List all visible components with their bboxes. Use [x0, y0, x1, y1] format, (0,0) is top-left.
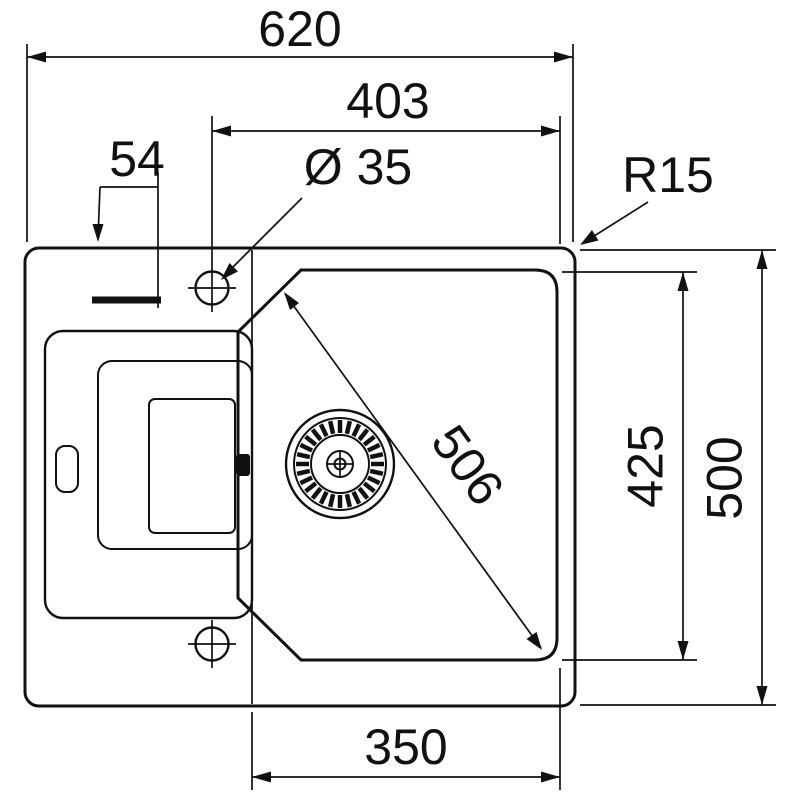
strainer-spoke [362, 434, 376, 447]
strainer-spoke [369, 468, 384, 476]
dim-bowl-length-group: 425 [562, 271, 697, 661]
arrowhead [677, 272, 689, 291]
arrowhead [580, 230, 599, 245]
arrowhead [541, 125, 560, 137]
strainer-spoke [366, 442, 381, 453]
dim-edge-offset-group: 54 [92, 131, 165, 308]
dim-line [284, 293, 542, 649]
arrowhead [526, 632, 542, 650]
arrowhead [284, 292, 299, 310]
dim-corner-radius: R15 [622, 147, 714, 203]
dim-bowl-bottom-width-group: 350 [251, 668, 561, 790]
dim-overall-width-group: 620 [26, 1, 574, 242]
strainer-spoke [362, 481, 376, 494]
strainer-spoke [304, 481, 318, 494]
arrowhead [212, 125, 231, 137]
arrowhead [554, 51, 573, 63]
bowl-rim [236, 268, 559, 662]
strainer-spoke [304, 434, 318, 447]
strainer-spokes [296, 420, 384, 508]
arrowhead [92, 224, 104, 242]
strainer-spoke [351, 423, 362, 438]
strainer-spoke [328, 420, 336, 435]
arrowhead [221, 263, 238, 280]
strainer-spoke [318, 423, 329, 438]
dim-bowl-diagonal-group: 506 [284, 292, 542, 650]
drainer-area [43, 329, 254, 620]
strainer-spoke [296, 468, 311, 476]
drain-ring-2 [293, 417, 387, 511]
dim-overall-width: 620 [258, 1, 341, 57]
dim-tap-hole-group: Ø 35 [221, 139, 412, 280]
dim-bowl-length: 425 [618, 424, 674, 507]
strainer-spoke [351, 490, 362, 505]
dim-corner-radius-group: R15 [580, 147, 714, 245]
bowl [236, 268, 559, 662]
strainer-spoke [344, 420, 352, 435]
drain-ring-3 [310, 434, 370, 494]
sink-outer-edge [23, 246, 577, 708]
strainer-spoke [299, 442, 314, 453]
drainer-overflow-slot [55, 445, 79, 493]
drainer-step [97, 360, 253, 550]
arrowhead [756, 686, 768, 705]
dim-bowl-width: 403 [346, 73, 429, 129]
overflow-notch [236, 454, 250, 476]
strainer-spoke [369, 452, 384, 460]
dim-edge-offset: 54 [109, 131, 165, 187]
strainer-spoke [299, 475, 314, 486]
strainer-spoke [310, 428, 323, 442]
dim-bowl-bottom-width: 350 [364, 719, 447, 775]
strainer-spoke [344, 493, 352, 508]
arrowhead [27, 51, 46, 63]
leader-line [223, 197, 303, 277]
strainer-spoke [318, 490, 329, 505]
dim-overall-depth-group: 500 [580, 249, 776, 706]
strainer-spoke [357, 486, 370, 500]
drain-strainer [284, 408, 396, 520]
strainer-spoke [357, 428, 370, 442]
tap-hole-bottom [188, 620, 236, 668]
drain-outer-ring [284, 408, 396, 520]
strainer-spoke [328, 493, 336, 508]
strainer-spoke [310, 486, 323, 500]
arrowhead [677, 641, 689, 660]
arrowhead [252, 771, 271, 783]
strainer-spoke [366, 475, 381, 486]
strainer-spoke [296, 452, 311, 460]
dim-tap-hole-diameter: Ø 35 [304, 139, 412, 195]
dim-bowl-width-group: 403 [211, 73, 561, 312]
arrowhead [541, 771, 560, 783]
drainer-inner [148, 398, 236, 534]
arrowhead [756, 250, 768, 269]
dim-overall-depth: 500 [697, 436, 753, 519]
